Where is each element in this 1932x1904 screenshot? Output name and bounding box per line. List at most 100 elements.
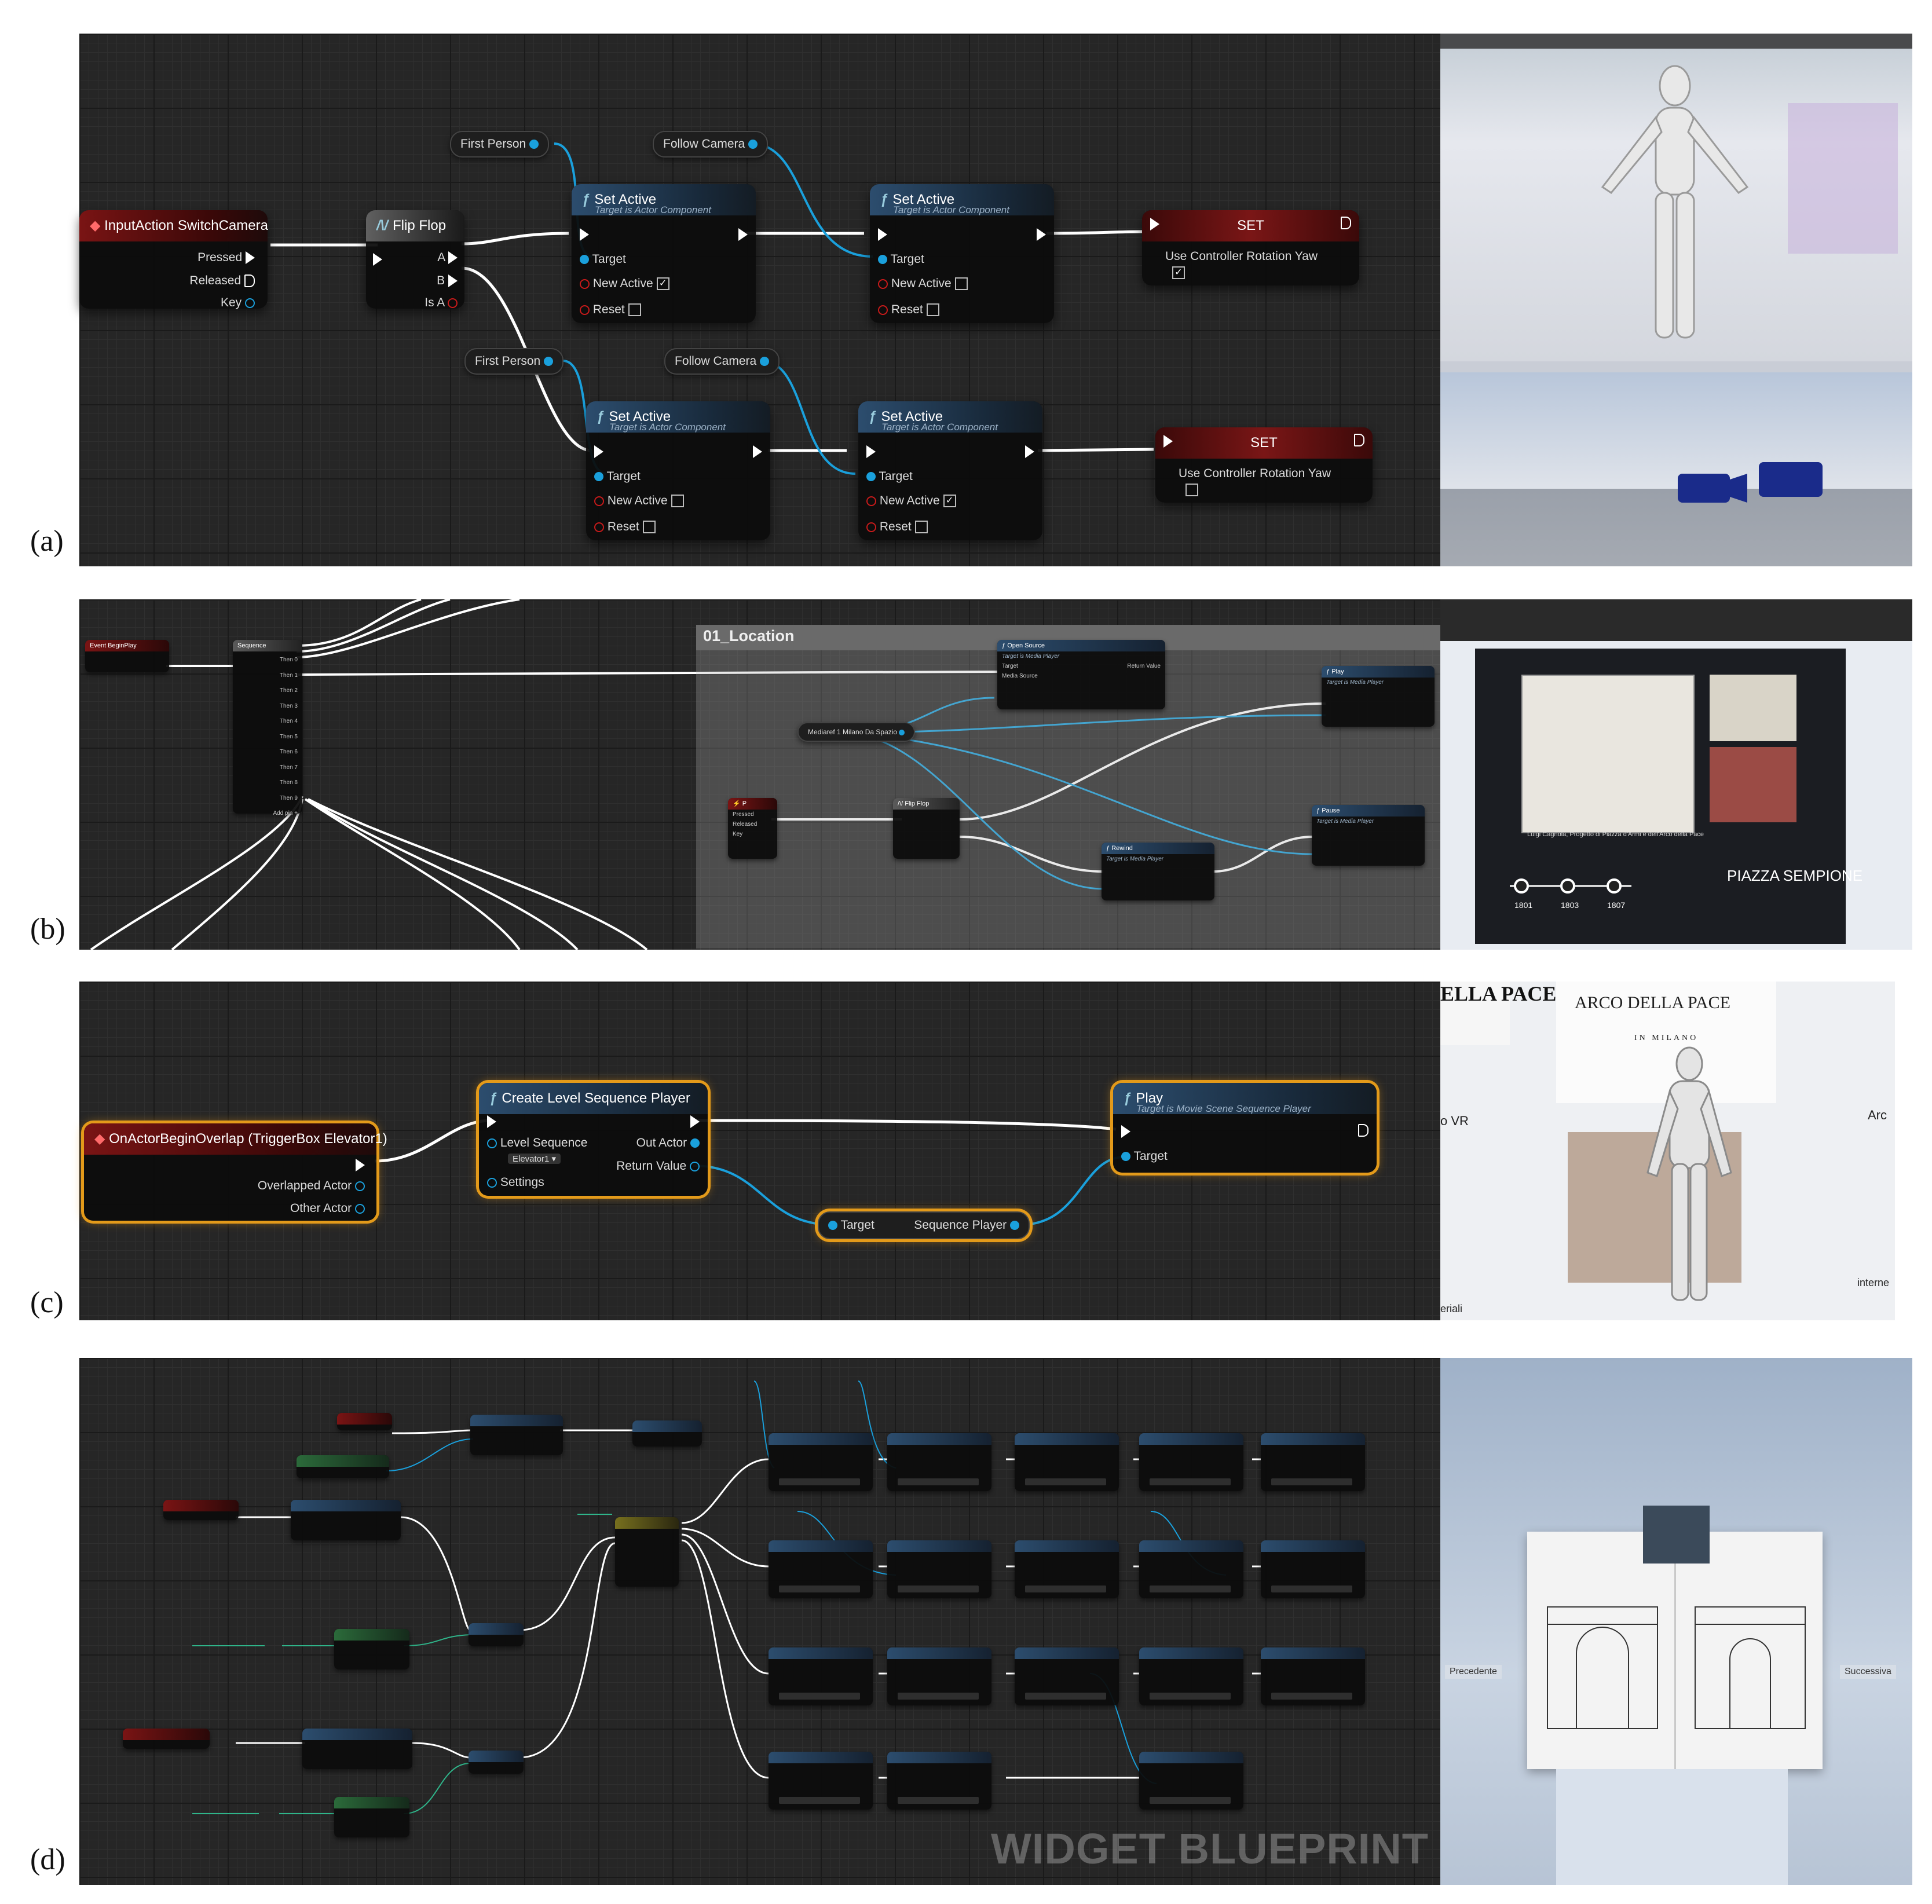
input-action-node[interactable]: ◆ InputAction SwitchCamera Pressed Relea…	[79, 210, 268, 309]
sequence-pin-8[interactable]: Then 8	[279, 779, 298, 786]
flipflop-a-pin[interactable]	[448, 251, 458, 265]
visibility-dropdown[interactable]	[1271, 1478, 1352, 1485]
exec-in-pin[interactable]	[1163, 435, 1173, 448]
set-visibility-node[interactable]	[1139, 1752, 1243, 1810]
sequence-pin-4[interactable]: Then 4	[279, 718, 298, 724]
new-active-checkbox[interactable]: ✓	[943, 495, 956, 508]
elevator-dropdown[interactable]: Elevator1 ▾	[508, 1154, 561, 1164]
exec-in-pin[interactable]	[878, 228, 887, 241]
new-active-checkbox[interactable]	[954, 277, 968, 291]
exec-in-pin[interactable]	[866, 445, 876, 459]
flipflop-node[interactable]: /\/Flip Flop A B Is A	[366, 210, 464, 309]
visibility-dropdown[interactable]	[898, 1586, 979, 1592]
exec-out-pin[interactable]	[1025, 445, 1034, 459]
rewind-node[interactable]: ƒ Rewind Target is Media Player	[1102, 843, 1214, 900]
key-p-node[interactable]: ⚡ P Pressed Released Key	[728, 798, 777, 859]
visibility-dropdown[interactable]	[1025, 1586, 1106, 1592]
visibility-dropdown[interactable]	[1271, 1693, 1352, 1700]
reset-checkbox[interactable]	[914, 521, 928, 534]
visibility-dropdown[interactable]	[1025, 1693, 1106, 1700]
exec-in-pin[interactable]	[1150, 218, 1159, 231]
pause-node[interactable]: ƒ Pause Target is Media Player	[1312, 805, 1425, 866]
set-int-node-1[interactable]	[469, 1623, 524, 1646]
sequence-pin-0[interactable]: Then 0	[279, 657, 298, 663]
visibility-dropdown[interactable]	[1150, 1797, 1231, 1804]
exec-out-pin[interactable]	[1341, 217, 1351, 230]
switch-on-int-node-1[interactable]	[291, 1500, 401, 1540]
timeline-icon[interactable]	[1504, 874, 1637, 898]
panel-c-viewport[interactable]: ELLA PACE ARCO DELLA PACE IN MILANO o VR…	[1440, 982, 1895, 1320]
panel-c-graph[interactable]: ◆ OnActorBeginOverlap (TriggerBox Elevat…	[79, 982, 1440, 1320]
on-clicked-node-2[interactable]	[123, 1729, 210, 1749]
flipflop-in-pin[interactable]	[373, 253, 382, 266]
released-exec-pin[interactable]	[244, 274, 255, 288]
switch-on-int-node[interactable]	[615, 1517, 679, 1587]
event-beginplay-node[interactable]: Event BeginPlay	[85, 640, 169, 672]
sequence-pin-3[interactable]: Then 3	[279, 702, 298, 709]
other-actor-pin[interactable]	[355, 1203, 365, 1214]
first-person-var-2[interactable]: First Person	[464, 348, 564, 375]
set-int-node-2[interactable]	[469, 1751, 524, 1774]
target-pin[interactable]	[594, 472, 603, 482]
visibility-dropdown[interactable]	[1150, 1693, 1231, 1700]
new-active-checkbox[interactable]	[671, 495, 684, 508]
sequence-pin-5[interactable]: Then 5	[279, 733, 298, 740]
visibility-dropdown[interactable]	[1025, 1478, 1106, 1485]
exec-out-pin[interactable]	[1354, 434, 1364, 447]
reset-checkbox[interactable]	[628, 303, 641, 317]
overlapped-actor-pin[interactable]	[355, 1181, 365, 1191]
sequence-pin-6[interactable]: Then 6	[279, 749, 298, 755]
settings-pin[interactable]	[487, 1177, 497, 1188]
on-clicked-node-1[interactable]	[163, 1500, 239, 1520]
exec-out-pin[interactable]	[1358, 1124, 1368, 1137]
set-visibility-node[interactable]	[769, 1752, 873, 1810]
sequence-pin-2[interactable]: Then 2	[279, 687, 298, 694]
follow-camera-var-2[interactable]: Follow Camera	[664, 348, 780, 375]
target-pin[interactable]	[866, 472, 876, 482]
exec-out-pin[interactable]	[356, 1159, 365, 1172]
add-pin-button[interactable]: Add pin +	[273, 810, 298, 816]
level-sequence-pin[interactable]	[487, 1138, 497, 1148]
reset-checkbox[interactable]	[926, 303, 939, 317]
visibility-dropdown[interactable]	[1150, 1478, 1231, 1485]
set-visibility-node[interactable]	[1015, 1647, 1119, 1705]
follow-camera-var-1[interactable]: Follow Camera	[653, 131, 769, 158]
viewport-toolbar[interactable]	[1440, 34, 1912, 49]
set-visibility-node[interactable]	[1015, 1433, 1119, 1491]
sequence-pin-7[interactable]: Then 7	[279, 764, 298, 771]
visibility-dropdown[interactable]	[1271, 1586, 1352, 1592]
flipflop-b-pin[interactable]	[448, 274, 458, 288]
panel-d-graph[interactable]: WIDGET BLUEPRINT	[79, 1358, 1440, 1885]
flipflop-isa-pin[interactable]	[448, 298, 458, 308]
out-actor-pin[interactable]	[690, 1138, 700, 1148]
set-visibility-node[interactable]	[769, 1647, 873, 1705]
exec-in-pin[interactable]	[1121, 1125, 1130, 1138]
visibility-dropdown[interactable]	[898, 1797, 979, 1804]
flipflop-node-b[interactable]: /\/ Flip Flop	[893, 798, 960, 859]
visibility-dropdown[interactable]	[779, 1586, 860, 1592]
editor-toolbar[interactable]	[1440, 599, 1912, 641]
media-source-var[interactable]: Mediaref 1 Milano Da Spazio	[797, 722, 916, 742]
switch-on-int-node-2[interactable]	[302, 1729, 412, 1769]
set-visibility-node[interactable]	[887, 1433, 991, 1491]
set-visibility-node[interactable]	[887, 1540, 991, 1598]
get-all-actors-node[interactable]	[470, 1415, 563, 1455]
target-pin[interactable]	[828, 1221, 837, 1231]
exec-out-pin[interactable]	[753, 445, 762, 459]
first-person-var-1[interactable]: First Person	[450, 131, 550, 158]
new-active-checkbox[interactable]: ✓	[656, 277, 669, 291]
exec-in-pin[interactable]	[487, 1115, 496, 1129]
exec-out-pin[interactable]	[690, 1115, 700, 1129]
set-rotation-yaw-node-2[interactable]: SET Use Controller Rotation Yaw	[1155, 427, 1373, 503]
sequence-pin-1[interactable]: Then 1	[279, 672, 298, 679]
open-source-node[interactable]: ƒ Open Source Target is Media Player Tar…	[997, 640, 1165, 709]
clamp-int-node-1[interactable]	[334, 1629, 409, 1669]
target-pin[interactable]	[580, 255, 589, 265]
set-visibility-node[interactable]	[769, 1433, 873, 1491]
